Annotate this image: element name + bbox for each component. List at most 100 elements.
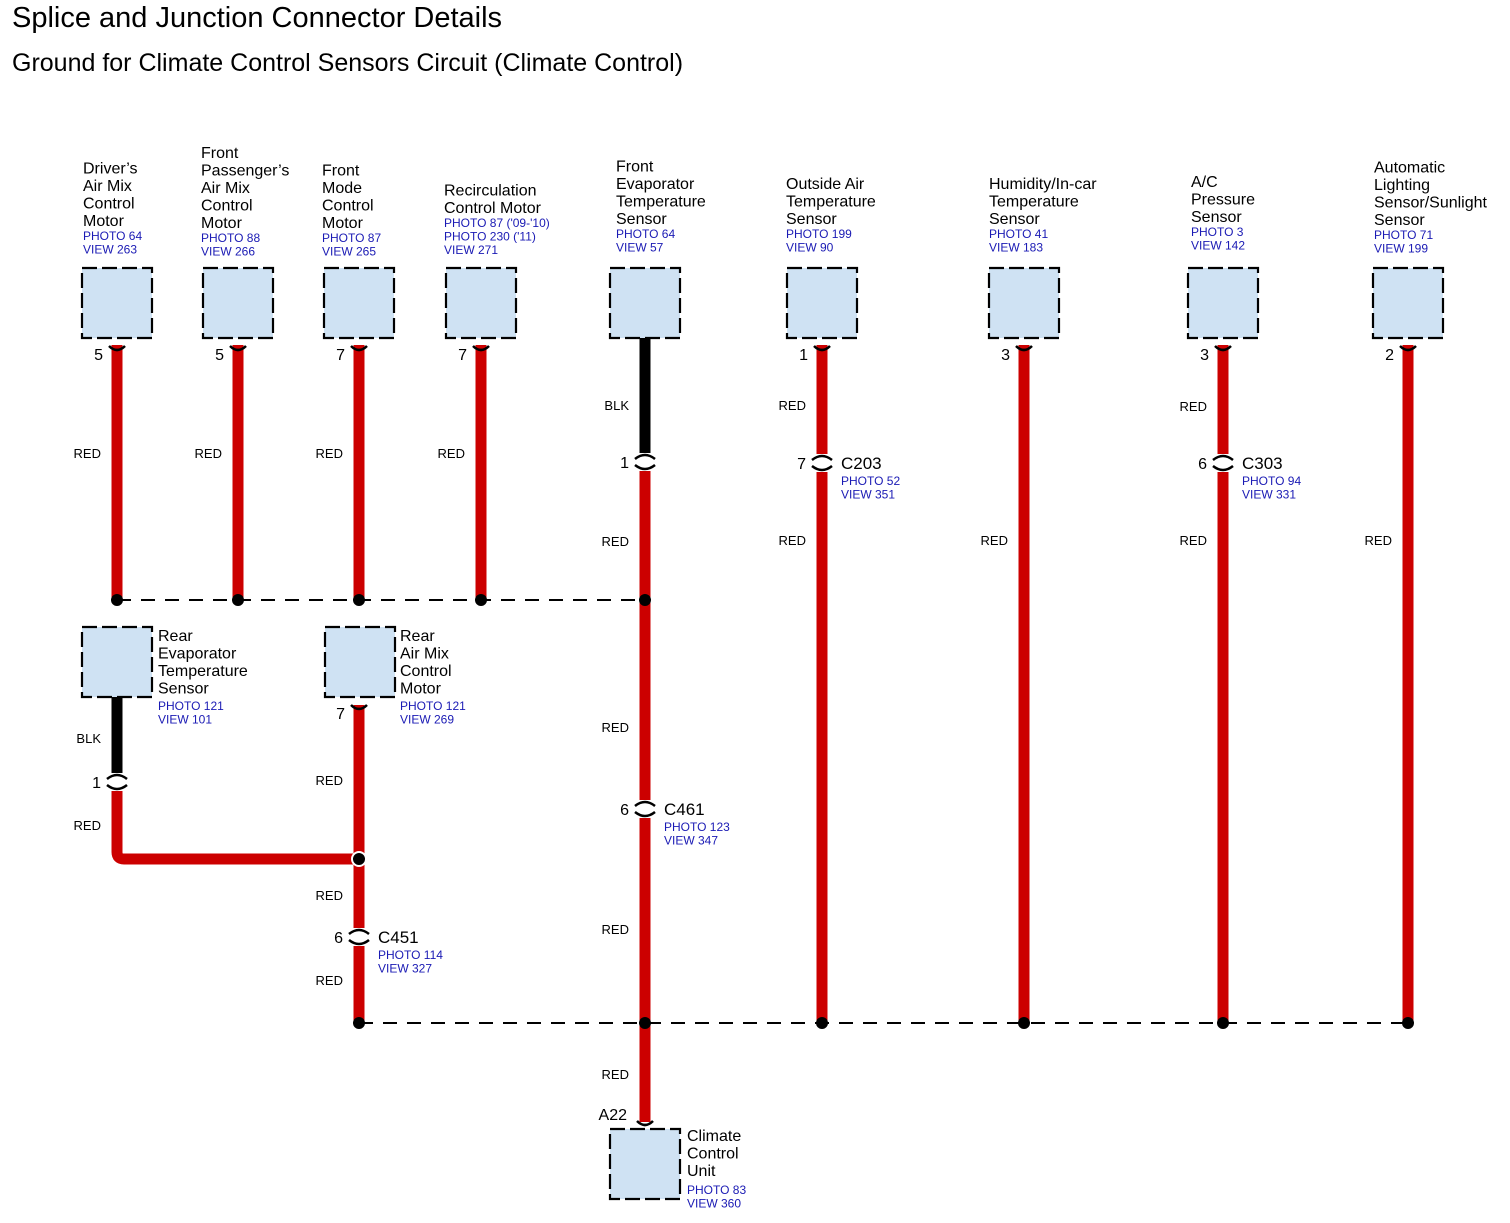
terminal-cap: [108, 345, 126, 352]
terminal-cap: [1015, 345, 1033, 352]
splice-point: [1402, 1017, 1414, 1029]
component-name: Front: [322, 163, 360, 180]
terminal-cap: [472, 345, 490, 352]
component-name: Temperature: [786, 194, 876, 211]
pin-number: 5: [94, 347, 103, 364]
inline-connector-female: [634, 463, 656, 471]
pin-number: 6: [334, 930, 343, 947]
connector-name: C451: [378, 928, 419, 947]
component-name: Outside Air: [786, 176, 865, 193]
splice-point: [639, 1017, 651, 1029]
component-ref: VIEW 90: [786, 241, 834, 255]
pin-number: 7: [458, 347, 467, 364]
component-name: A/C: [1191, 174, 1218, 191]
pin-number: A22: [599, 1107, 628, 1124]
component-name: Control: [322, 198, 374, 215]
pin-number: 1: [92, 775, 101, 792]
component-name: Rear: [400, 628, 435, 645]
inline-connector-female: [348, 938, 370, 946]
component-name: Pressure: [1191, 192, 1255, 209]
pin-number: 7: [336, 347, 345, 364]
component-name: Rear: [158, 628, 193, 645]
splice-point: [353, 594, 365, 606]
component-ref: PHOTO 230 ('11): [444, 230, 536, 244]
terminal-cap: [813, 345, 831, 352]
splice-point: [232, 594, 244, 606]
component-ref: VIEW 269: [400, 713, 454, 727]
wire-label-red: RED: [316, 773, 343, 788]
splice-point: [1018, 1017, 1030, 1029]
component-ref: PHOTO 87 ('09-'10): [444, 216, 550, 230]
connector-ref: PHOTO 114: [378, 948, 443, 962]
component-name: Control: [83, 196, 135, 213]
connector-ref: VIEW 327: [378, 962, 432, 976]
connector-name: C303: [1242, 454, 1283, 473]
component-name: Control: [201, 198, 253, 215]
wire-label-red: RED: [195, 446, 222, 461]
inline-connector-female: [634, 810, 656, 818]
inline-connector-male: [634, 800, 656, 808]
component-name: Sensor: [1374, 212, 1425, 229]
wire-label-red: RED: [438, 446, 465, 461]
component-name: Climate: [687, 1128, 741, 1145]
component-name: Motor: [201, 215, 243, 232]
inline-connector-male: [106, 773, 128, 781]
component-name: Temperature: [989, 194, 1079, 211]
component-name: Sensor/Sunlight: [1374, 195, 1488, 212]
inline-connector-female: [106, 783, 128, 791]
page-subtitle: Ground for Climate Control Sensors Circu…: [12, 49, 684, 77]
inline-connector-male: [348, 928, 370, 936]
pin-number: 7: [336, 706, 345, 723]
component-name: Sensor: [989, 211, 1040, 228]
component-name: Recirculation: [444, 183, 536, 200]
component-ref: PHOTO 83: [687, 1183, 746, 1197]
wire-label-red: RED: [316, 888, 343, 903]
terminal-cap: [229, 345, 247, 352]
pin-number: 3: [1001, 347, 1010, 364]
connector-ref: PHOTO 94: [1242, 474, 1301, 488]
component-name: Mode: [322, 180, 362, 197]
component-name: Driver’s: [83, 161, 138, 178]
component-name: Automatic: [1374, 160, 1445, 177]
component-name: Sensor: [1191, 209, 1242, 226]
component-name: Lighting: [1374, 177, 1430, 194]
component-ref: PHOTO 64: [616, 227, 675, 241]
wire-label-red: RED: [779, 533, 806, 548]
connector-ref: PHOTO 52: [841, 474, 900, 488]
wire-label-red: RED: [74, 446, 101, 461]
splice-junction: [351, 851, 367, 867]
component-name: Evaporator: [158, 646, 237, 663]
component-ref: VIEW 57: [616, 241, 664, 255]
wire-label-red: RED: [981, 533, 1008, 548]
component-ref: VIEW 142: [1191, 239, 1245, 253]
component-ref: PHOTO 87: [322, 231, 381, 245]
component-name: Control: [687, 1146, 739, 1163]
component-name: Motor: [83, 213, 125, 230]
terminal-cap: [1399, 345, 1417, 352]
wire-label-red: RED: [602, 922, 629, 937]
component-name: Control Motor: [444, 200, 542, 217]
wire-label-blk: BLK: [76, 731, 101, 746]
pin-number: 5: [215, 347, 224, 364]
component-name: Front: [201, 145, 239, 162]
component-ref: VIEW 101: [158, 713, 212, 727]
component-front-mode: [322, 266, 396, 340]
inline-connector-female: [811, 464, 833, 472]
component-ref: VIEW 266: [201, 245, 255, 259]
pin-number: 7: [797, 456, 806, 473]
terminal-cap: [350, 704, 368, 711]
connector-name: C203: [841, 454, 882, 473]
wire-label-red: RED: [602, 1067, 629, 1082]
component-drivers-air-mix: [80, 266, 154, 340]
component-ref: VIEW 360: [687, 1197, 741, 1211]
terminal-cap: [1214, 345, 1232, 352]
wire-label-red: RED: [316, 446, 343, 461]
component-ref: VIEW 199: [1374, 242, 1428, 256]
component-auto-lighting: [1371, 266, 1445, 340]
pin-number: 1: [620, 455, 629, 472]
component-front-pass-air-mix: [201, 266, 275, 340]
component-name: Motor: [400, 681, 442, 698]
component-name: Air Mix: [83, 178, 132, 195]
component-recirculation: [444, 266, 518, 340]
wire-label-blk: BLK: [604, 398, 629, 413]
